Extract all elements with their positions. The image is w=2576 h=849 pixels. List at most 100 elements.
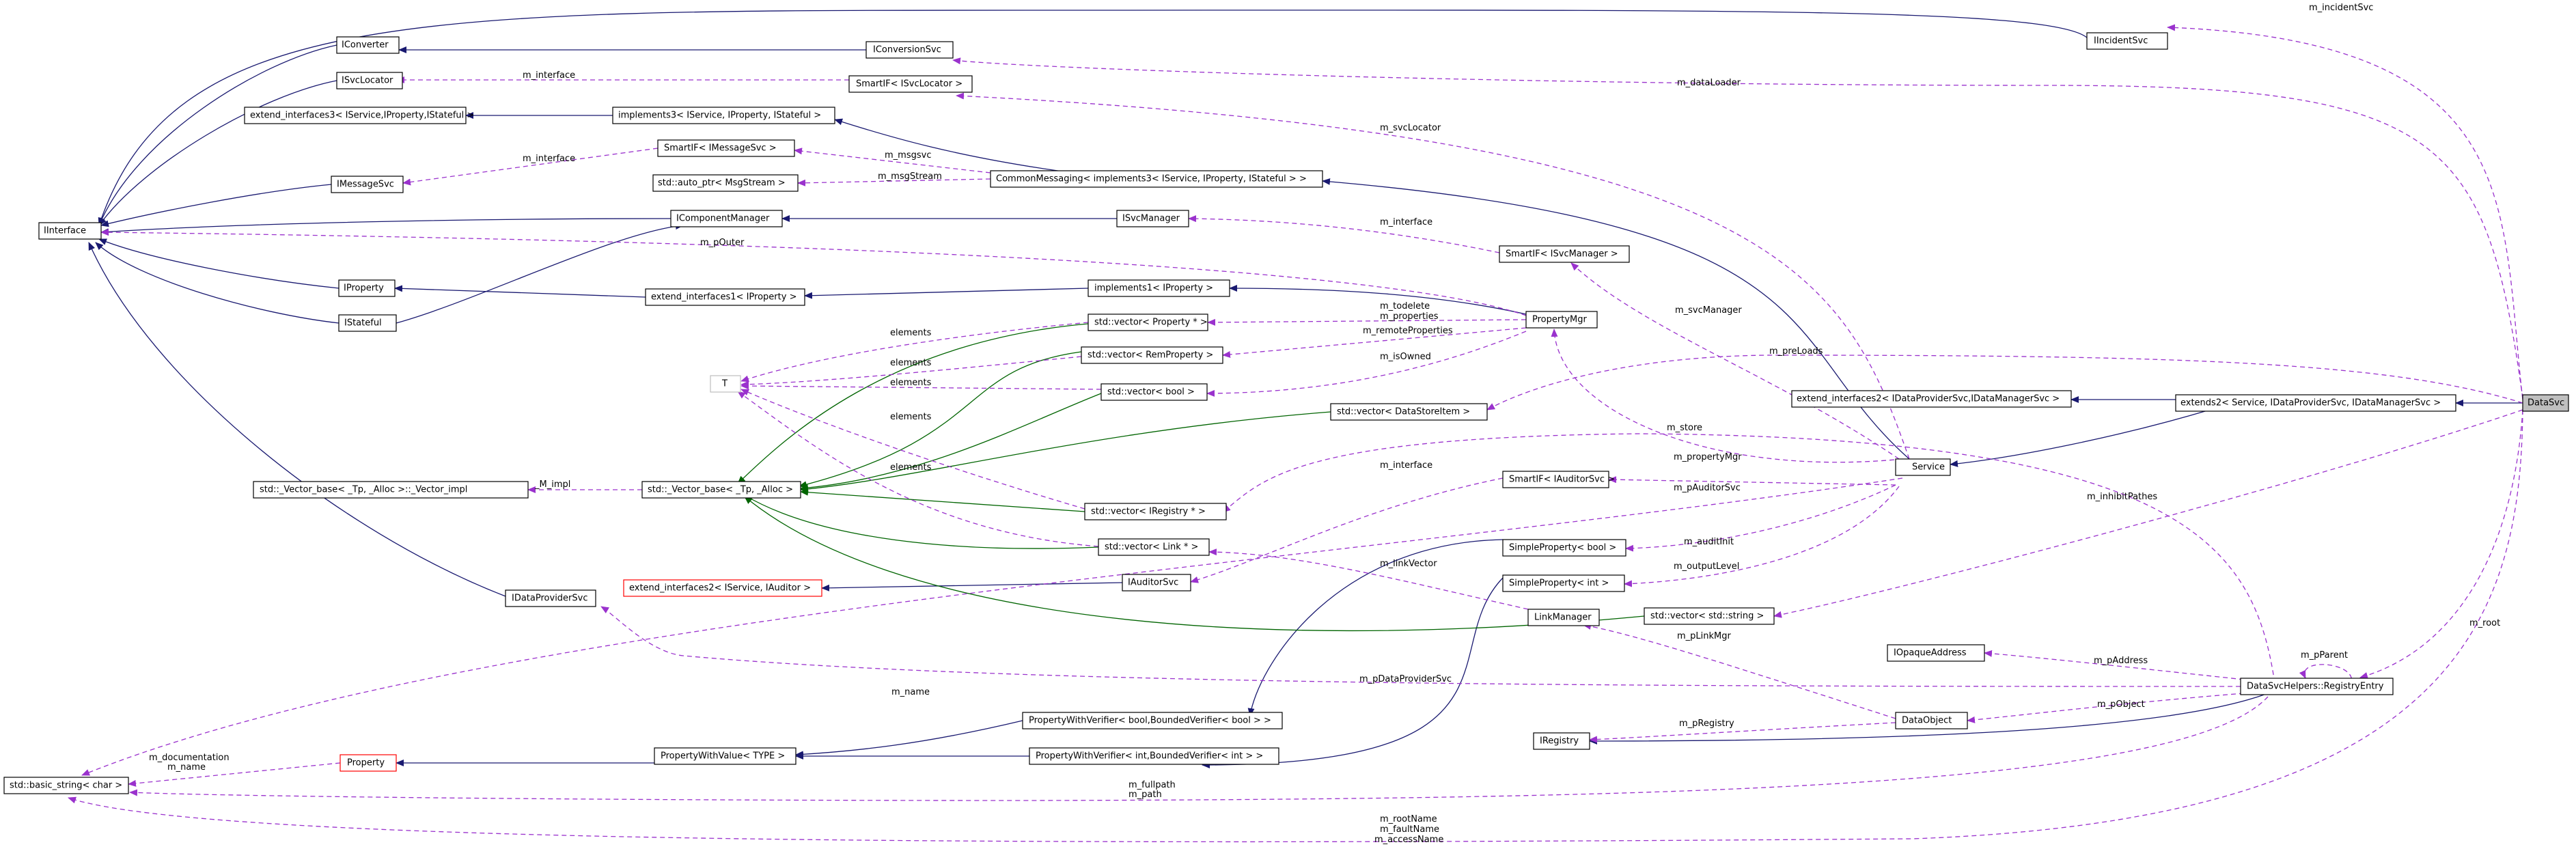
label-m-faultname: m_faultName: [1380, 824, 1439, 835]
class-node-extends2[interactable]: extends2< Service, IDataProviderSvc, IDa…: [2175, 394, 2456, 412]
label-m-plinkmgr: m_pLinkMgr: [1677, 631, 1732, 641]
class-node-smartif-imessagesvc[interactable]: SmartIF< IMessageSvc >: [657, 139, 795, 157]
class-node-auto-ptr-msgstream[interactable]: std::auto_ptr< MsgStream >: [652, 174, 799, 192]
class-node-icomponentmanager[interactable]: IComponentManager: [670, 210, 783, 227]
class-node-commonmessaging[interactable]: CommonMessaging< implements3< IService, …: [990, 170, 1323, 188]
class-node-isvcmanager[interactable]: ISvcManager: [1116, 210, 1189, 227]
class-node-iconverter[interactable]: IConverter: [336, 36, 400, 54]
edge-m-interface-auditor: [1190, 477, 1504, 583]
class-node-vector-bool[interactable]: std::vector< bool >: [1100, 383, 1208, 401]
class-node-vector-base[interactable]: std::_Vector_base< _Tp, _Alloc >: [641, 481, 801, 499]
svg-text:Service: Service: [1912, 462, 1945, 473]
edge-m-pauditorsvc: [1608, 476, 1896, 486]
class-node-dataobject[interactable]: DataObject: [1895, 712, 1968, 729]
class-node-smartif-isvclocator[interactable]: SmartIF< ISvcLocator >: [848, 75, 973, 93]
edge-vector-property-vector-base: [737, 323, 1089, 484]
edge-istateful-icomponentmanager: [396, 223, 684, 324]
class-node-iincidentsvc[interactable]: IIncidentSvc: [2086, 32, 2168, 50]
svg-text:IMessageSvc: IMessageSvc: [337, 180, 394, 190]
class-node-propertywithvalue[interactable]: PropertyWithValue< TYPE >: [654, 747, 797, 765]
label-m-msgstream: m_msgStream: [878, 171, 942, 182]
class-node-smartif-iauditorsvc[interactable]: SmartIF< IAuditorSvc >: [1502, 471, 1615, 488]
label-m-propertymgr: m_propertyMgr: [1674, 452, 1742, 462]
class-node-iproperty[interactable]: IProperty: [338, 279, 396, 297]
svg-text:LinkManager: LinkManager: [1534, 613, 1592, 623]
label-m-dataloader: m_dataLoader: [1677, 78, 1741, 88]
svg-text:extend_interfaces2< IDataProvi: extend_interfaces2< IDataProviderSvc,IDa…: [1797, 394, 2060, 404]
class-node-implements3[interactable]: implements3< IService, IProperty, IState…: [612, 107, 835, 124]
svg-text:PropertyWithVerifier< bool,Bou: PropertyWithVerifier< bool,BoundedVerifi…: [1029, 716, 1271, 726]
class-node-registryentry[interactable]: DataSvcHelpers::RegistryEntry: [2240, 678, 2394, 695]
class-node-t[interactable]: T: [710, 375, 741, 393]
class-node-propertymgr[interactable]: PropertyMgr: [1525, 311, 1598, 329]
class-node-vector-property[interactable]: std::vector< Property * >: [1088, 314, 1208, 331]
class-node-iopaqueaddress[interactable]: IOpaqueAddress: [1887, 644, 1985, 662]
label-m-properties: m_properties: [1380, 311, 1439, 322]
edge-elements-iregistry: [740, 389, 1085, 510]
label-m-todelete: m_todelete: [1380, 301, 1430, 311]
edge-m-pdataprovidersvc: [600, 606, 2241, 687]
label-m-inhibitpathes: m_inhibitPathes: [2087, 492, 2157, 502]
class-node-smartif-isvcmanager[interactable]: SmartIF< ISvcManager >: [1499, 245, 1630, 263]
class-node-implements1[interactable]: implements1< IProperty >: [1088, 279, 1230, 297]
edge-m-inhibitpathes: [1773, 409, 2523, 618]
class-node-vector-link[interactable]: std::vector< Link * >: [1098, 538, 1210, 556]
svg-text:std::vector< IRegistry * >: std::vector< IRegistry * >: [1091, 507, 1206, 517]
class-node-vector-datastoreitem[interactable]: std::vector< DataStoreItem >: [1330, 403, 1488, 421]
edge-icomponentmanager-iinterface: [100, 218, 671, 236]
class-node-simpleproperty-int[interactable]: SimpleProperty< int >: [1502, 574, 1625, 592]
class-node-vector-iregistry[interactable]: std::vector< IRegistry * >: [1084, 503, 1227, 520]
class-node-linkmanager[interactable]: LinkManager: [1527, 609, 1600, 626]
edge-pwv-bool-propertywithvalue: [795, 720, 1023, 758]
edge-iconverter-iinterface: [98, 44, 337, 226]
edge-imessagesvc-iinterface: [100, 184, 332, 227]
class-node-vector-impl[interactable]: std::_Vector_base< _Tp, _Alloc >::_Vecto…: [253, 481, 529, 499]
edge-m-pouter: [100, 229, 1527, 316]
svg-text:extend_interfaces1< IProperty: extend_interfaces1< IProperty >: [651, 292, 797, 303]
class-node-vector-remproperty[interactable]: std::vector< RemProperty >: [1081, 346, 1223, 364]
class-node-datasvc[interactable]: DataSvc: [2522, 394, 2569, 412]
label-m-msgsvc: m_msgsvc: [885, 150, 931, 161]
class-node-simpleproperty-bool[interactable]: SimpleProperty< bool >: [1502, 539, 1626, 557]
class-node-property[interactable]: Property: [340, 754, 397, 772]
label-m-documentation: m_documentation: [149, 753, 230, 763]
svg-text:extend_interfaces3< IService,I: extend_interfaces3< IService,IProperty,I…: [250, 111, 474, 121]
edge-idataprovidersvc-iinterface: [88, 242, 506, 597]
class-node-pwv-bool[interactable]: PropertyWithVerifier< bool,BoundedVerifi…: [1022, 712, 1283, 729]
class-node-extend-interfaces2-auditor[interactable]: extend_interfaces2< IService, IAuditor >: [623, 579, 822, 597]
svg-text:SmartIF< ISvcManager >: SmartIF< ISvcManager >: [1506, 249, 1618, 260]
label-m-interface-msg: m_interface: [523, 154, 575, 164]
class-node-extend-interfaces1[interactable]: extend_interfaces1< IProperty >: [645, 288, 805, 306]
edge-m-svcmanager: [1570, 262, 1900, 460]
svg-text:PropertyWithVerifier< int,Boun: PropertyWithVerifier< int,BoundedVerifie…: [1036, 751, 1263, 762]
class-node-basic-string[interactable]: std::basic_string< char >: [3, 777, 129, 794]
label-elements-4: elements: [890, 412, 932, 422]
edge-istateful-iinterface: [95, 242, 340, 324]
class-node-extend-interfaces3[interactable]: extend_interfaces3< IService,IProperty,I…: [244, 107, 474, 124]
label-m-accessname: m_accessName: [1374, 835, 1443, 845]
class-node-imessagesvc[interactable]: IMessageSvc: [331, 176, 404, 193]
class-node-vector-string[interactable]: std::vector< std::string >: [1644, 607, 1775, 625]
svg-text:DataSvc: DataSvc: [2527, 398, 2564, 408]
svg-text:IStateful: IStateful: [344, 318, 382, 329]
class-node-isvclocator[interactable]: ISvcLocator: [336, 72, 403, 89]
edge-isvclocator-iinterface: [98, 80, 337, 226]
class-node-iinterface[interactable]: IInterface: [38, 222, 102, 240]
edge-m-fullpath: [129, 696, 2269, 801]
svg-text:SmartIF< IMessageSvc >: SmartIF< IMessageSvc >: [664, 143, 777, 154]
edge-implements1-extend-interfaces1: [804, 288, 1089, 299]
class-node-iauditorsvc[interactable]: IAuditorSvc: [1122, 574, 1191, 591]
class-node-iconversionsvc[interactable]: IConversionSvc: [865, 41, 954, 59]
class-node-iregistry[interactable]: IRegistry: [1533, 732, 1590, 750]
label-m-auditinit: m_auditInit: [1684, 537, 1734, 547]
edge-m-auditinit: [1625, 484, 1896, 552]
class-node-extend-interfaces2-dataprovider[interactable]: extend_interfaces2< IDataProviderSvc,IDa…: [1791, 390, 2072, 408]
class-node-pwv-int[interactable]: PropertyWithVerifier< int,BoundedVerifie…: [1029, 747, 1279, 765]
edge-m-todelete: [1207, 318, 1527, 326]
class-node-istateful[interactable]: IStateful: [338, 314, 397, 332]
edge-m-name: [81, 477, 1903, 776]
label-elements-5: elements: [890, 462, 932, 473]
class-node-idataprovidersvc[interactable]: IDataProviderSvc: [505, 589, 596, 607]
class-node-service[interactable]: Service: [1895, 458, 1951, 476]
edge-simpleproperty-bool-pwv-bool: [1247, 539, 1504, 716]
